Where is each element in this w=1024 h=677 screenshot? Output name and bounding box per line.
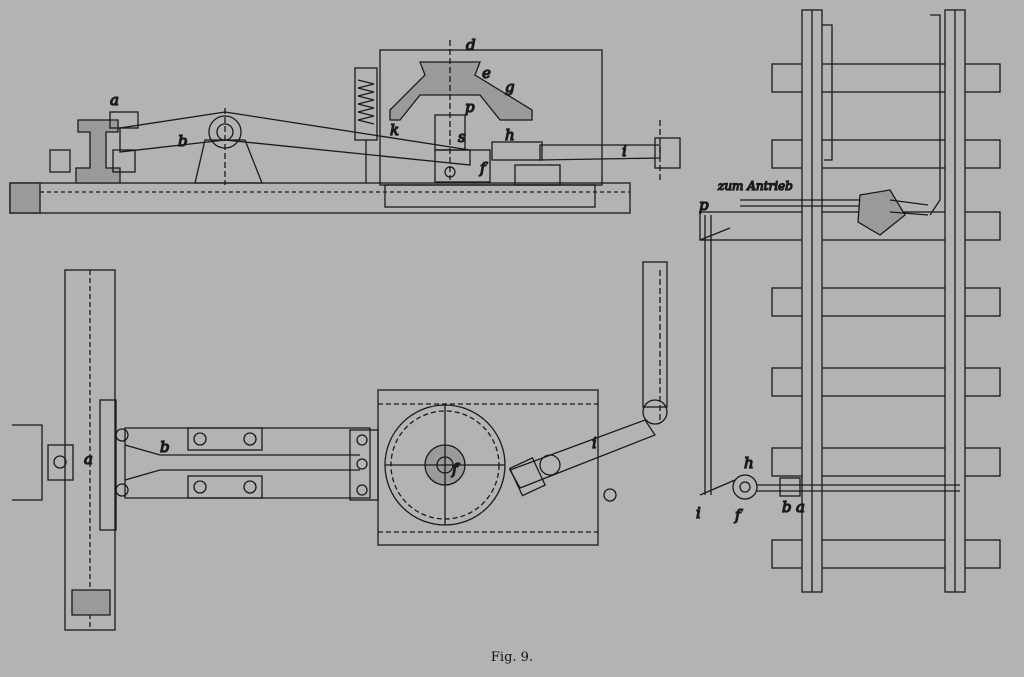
bolt-left: [49, 149, 71, 173]
rod-end-i: [654, 137, 681, 169]
label-i1: i: [592, 434, 597, 452]
bell-housing-g: [389, 61, 533, 121]
label-b2: b: [782, 498, 792, 516]
lever-b: [119, 111, 471, 166]
label-k: k: [390, 121, 399, 139]
figure-caption: Fig. 9.: [490, 650, 534, 665]
guide-block: [349, 429, 379, 501]
bolt-mid: [112, 149, 136, 173]
rod-i: [539, 144, 661, 161]
drive-unit: [857, 189, 906, 236]
rod-i-plan: [509, 419, 656, 489]
label-a: a: [110, 91, 119, 109]
housing-base: [384, 184, 596, 208]
switch-blade-right: [929, 14, 941, 216]
sleeper-3: [699, 211, 1001, 241]
side-elevation-view: [9, 40, 681, 214]
lever-arms: [124, 444, 360, 481]
crank-pin: [539, 454, 561, 476]
label-i2: i: [696, 504, 701, 522]
sleeper-1: [771, 63, 1001, 93]
label-p: p: [465, 98, 475, 116]
lever-p: [699, 227, 731, 241]
sleeper-2: [771, 139, 1001, 169]
label-a2: a: [796, 498, 805, 516]
pull-rod-plan: [642, 261, 668, 408]
label-b1: b: [160, 438, 170, 456]
label-drive: zum Antrieb: [717, 179, 793, 193]
label-f: f: [479, 159, 488, 177]
label-e: e: [482, 64, 491, 82]
rail-foot-section: [71, 589, 111, 616]
drive-link: [889, 199, 929, 216]
housing-frame: [379, 49, 603, 186]
housing-plan: [377, 389, 599, 546]
rod-end-plan: [642, 399, 668, 425]
bearing-plate-bottom: [187, 475, 263, 499]
label-p2: p: [699, 196, 709, 214]
label-a1: a: [84, 450, 93, 468]
channel-end: [12, 424, 43, 501]
sleeper-5: [771, 367, 1001, 397]
track-plan-view: [699, 9, 1001, 593]
lever-i-plan: [699, 479, 736, 496]
clamp-h: [508, 457, 546, 497]
label-h: h: [505, 126, 515, 144]
label-h2: h: [744, 454, 754, 472]
label-f1: f: [451, 460, 460, 478]
crank-bearing: [514, 164, 561, 186]
link-h: [491, 141, 543, 161]
label-f2: f: [734, 506, 743, 524]
base-beam: [9, 182, 631, 214]
sleeper-7: [771, 539, 1001, 569]
crank-f-plan: [732, 474, 758, 500]
rail-section: [75, 119, 121, 184]
beam-end-section: [9, 182, 41, 214]
crank-f: [434, 149, 491, 183]
label-s: s: [458, 128, 466, 146]
plan-view: [12, 261, 668, 631]
bearing-b-plan: [779, 477, 801, 497]
label-g: g: [505, 78, 515, 96]
sleeper-4: [771, 287, 1001, 317]
bearing-block: [194, 139, 263, 184]
sleeper-6: [771, 447, 1001, 477]
lever-b-plan: [124, 427, 371, 499]
spring-coil: [357, 79, 375, 125]
rail-plate: [99, 399, 117, 531]
label-b: b: [178, 132, 188, 150]
label-i: i: [622, 142, 627, 160]
label-d: d: [466, 36, 476, 54]
bearing-plate-top: [187, 427, 263, 451]
switch-blade-left: [822, 24, 833, 161]
clamp-block: [47, 444, 74, 481]
